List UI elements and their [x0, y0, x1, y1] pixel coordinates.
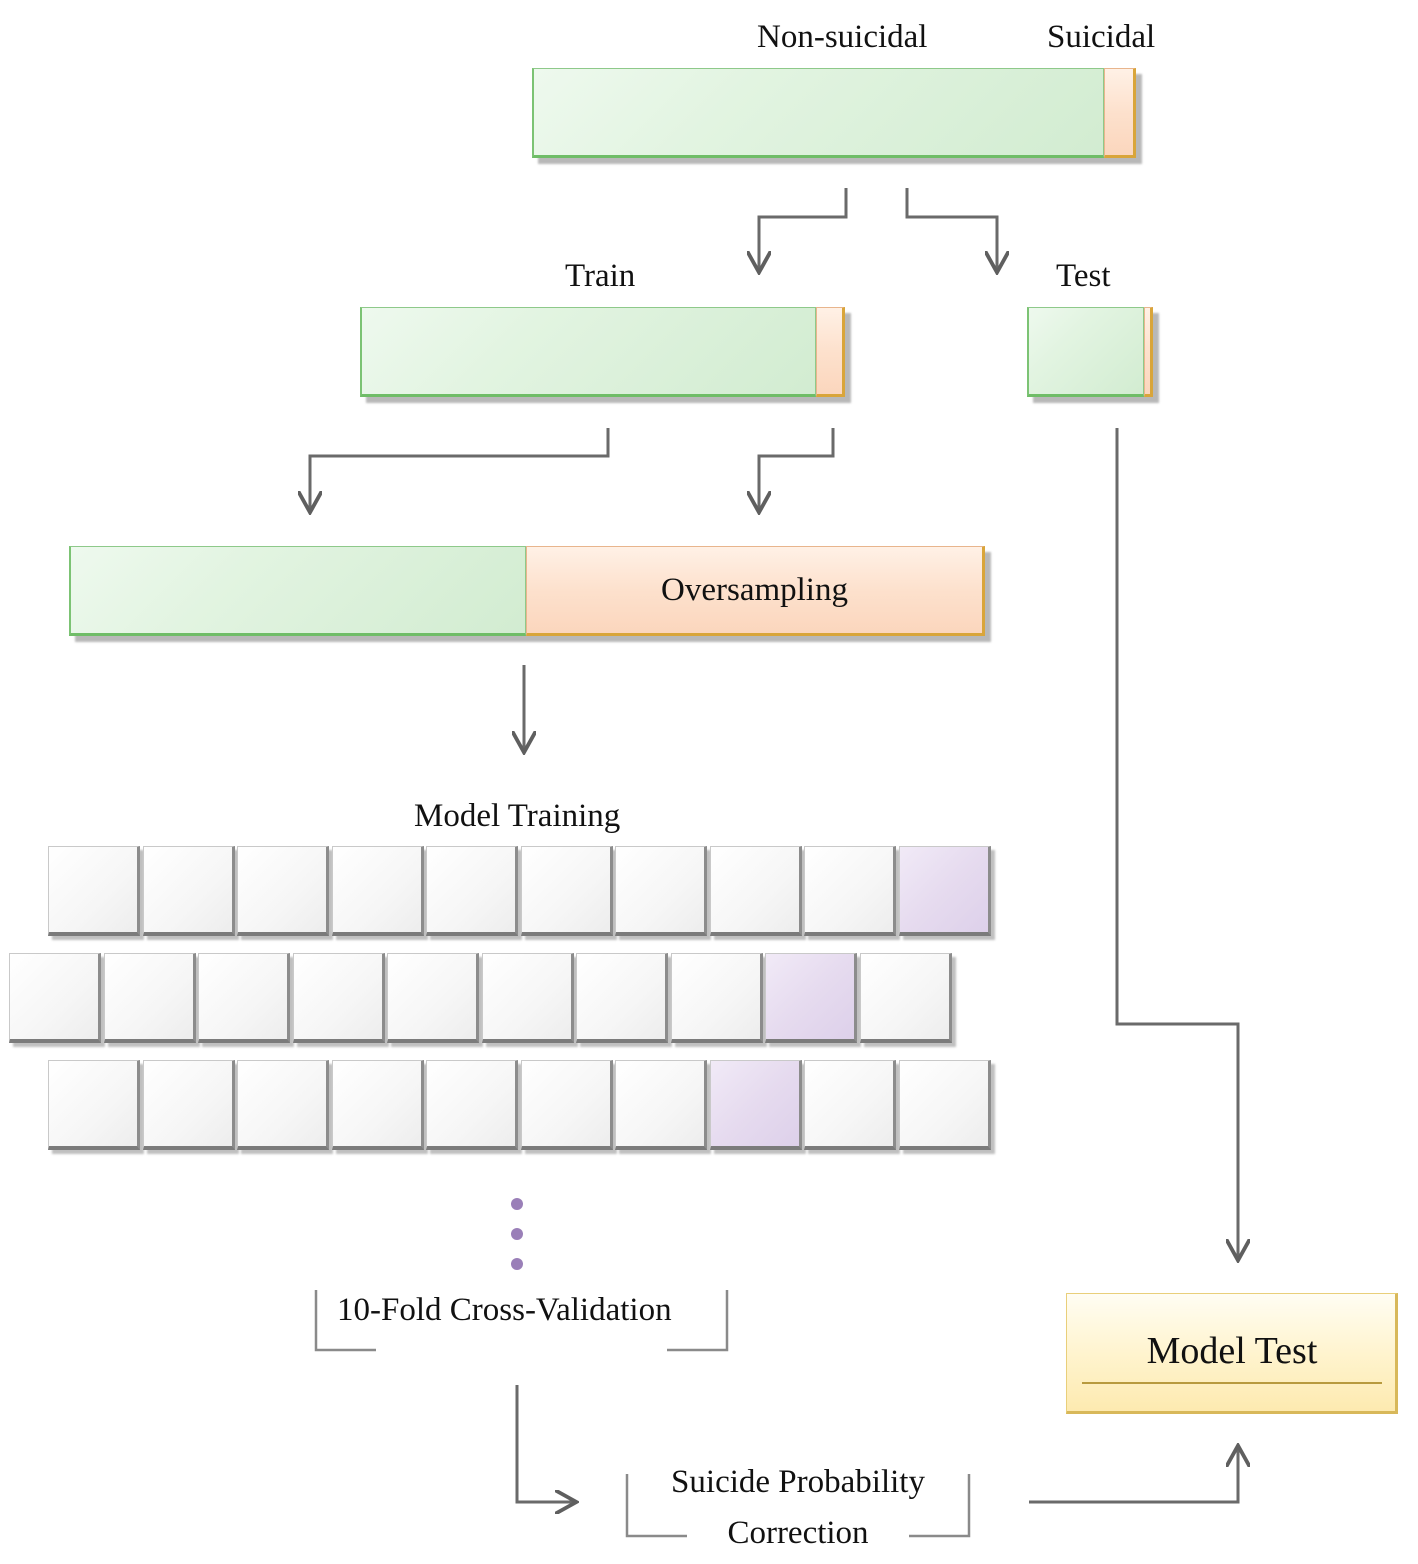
training-fold-cell: [292, 953, 385, 1043]
train-non-suicidal-segment: [360, 307, 816, 397]
ellipsis-dot: [511, 1258, 523, 1270]
training-fold-cell: [615, 1060, 707, 1150]
bracket-correction-right: [909, 1474, 971, 1538]
training-fold-cell: [481, 953, 574, 1043]
fold-row: [48, 846, 993, 936]
model-test-underline: [1082, 1382, 1382, 1384]
correction-label-line1: Suicide Probability: [671, 1464, 925, 1500]
training-fold-cell: [331, 846, 424, 936]
training-fold-cell: [237, 846, 329, 936]
arrow-to-test: [905, 188, 997, 270]
non-suicidal-label: Non-suicidal: [757, 19, 928, 55]
model-test-box: [1066, 1293, 1398, 1414]
arrow-train-to-nonsuicidal: [310, 428, 610, 510]
training-fold-cell: [520, 846, 613, 936]
full-dataset-bar: [532, 68, 1136, 158]
correction-label-line2: Correction: [727, 1515, 869, 1551]
oversampling-segment: Oversampling: [526, 546, 985, 636]
training-fold-cell: [9, 953, 101, 1043]
training-fold-cell: [576, 953, 668, 1043]
training-fold-cell: [709, 846, 802, 936]
bracket-correction-left: [625, 1474, 687, 1538]
test-label: Test: [1056, 258, 1111, 294]
training-fold-cell: [426, 1060, 518, 1150]
train-suicidal-segment: [816, 307, 845, 397]
non-suicidal-segment: [532, 68, 1104, 158]
validation-fold-cell: [898, 846, 991, 936]
training-fold-cell: [804, 1060, 896, 1150]
ellipsis-dot: [511, 1198, 523, 1210]
bracket-cv-right: [667, 1290, 729, 1352]
training-fold-cell: [898, 1060, 991, 1150]
bracket-cv-left: [314, 1290, 376, 1352]
suicidal-label: Suicidal: [1047, 19, 1156, 55]
test-bar: [1027, 307, 1153, 397]
oversampling-label: Oversampling: [661, 571, 848, 608]
training-fold-cell: [426, 846, 518, 936]
arrow-train-to-oversampling: [759, 428, 835, 510]
training-fold-cell: [237, 1060, 329, 1150]
training-fold-cell: [615, 846, 707, 936]
validation-fold-cell: [709, 1060, 802, 1150]
oversampled-non-suicidal-segment: [69, 546, 526, 636]
arrow-test-to-model-test: [1115, 428, 1238, 1258]
training-fold-cell: [387, 953, 479, 1043]
suicidal-segment: [1104, 68, 1136, 158]
fold-row: [48, 1060, 993, 1150]
training-fold-cell: [804, 846, 896, 936]
ellipsis-dot: [511, 1228, 523, 1240]
training-fold-cell: [48, 1060, 140, 1150]
model-test-label: Model Test: [1146, 1330, 1318, 1372]
training-fold-cell: [859, 953, 952, 1043]
arrow-to-train: [759, 188, 848, 270]
test-non-suicidal-segment: [1027, 307, 1144, 397]
training-fold-cell: [198, 953, 290, 1043]
cross-validation-label: 10-Fold Cross-Validation: [337, 1292, 672, 1328]
test-suicidal-segment: [1144, 307, 1153, 397]
train-bar: [360, 307, 845, 397]
training-fold-cell: [331, 1060, 424, 1150]
oversampled-bar: Oversampling: [69, 546, 985, 636]
validation-fold-cell: [765, 953, 857, 1043]
training-fold-cell: [142, 846, 235, 936]
training-fold-cell: [48, 846, 140, 936]
model-training-label: Model Training: [414, 798, 621, 834]
training-fold-cell: [103, 953, 196, 1043]
arrow-correction-to-model-test: [1029, 1448, 1238, 1504]
arrow-cv-to-correction: [515, 1385, 574, 1502]
training-fold-cell: [520, 1060, 613, 1150]
training-fold-cell: [670, 953, 763, 1043]
fold-row: [9, 953, 954, 1043]
train-label: Train: [565, 258, 636, 294]
training-fold-cell: [142, 1060, 235, 1150]
